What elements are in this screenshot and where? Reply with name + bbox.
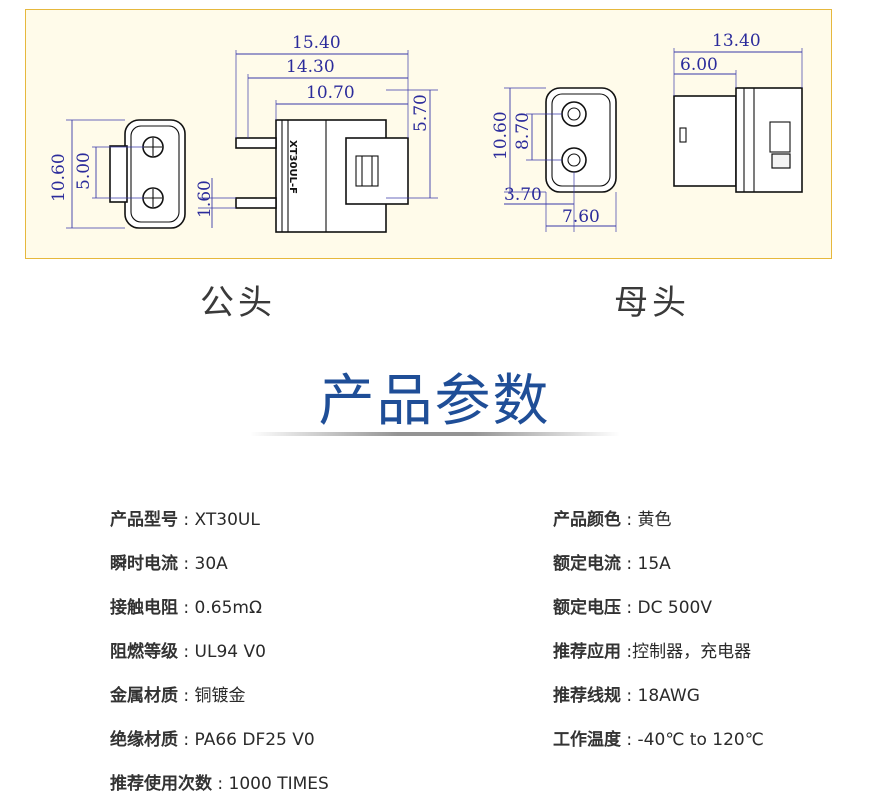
spec-left-3: 接触电阻 : 0.65mΩ [110, 598, 262, 618]
spec-left-2: 瞬时电流 : 30A [110, 554, 228, 574]
female-front-view [504, 87, 617, 232]
female-side-view [673, 48, 803, 193]
dim-male-length: 15.40 [292, 33, 341, 53]
dim-male-housing-length: 10.70 [306, 83, 355, 103]
male-front-view [66, 119, 186, 229]
spec-left-1: 产品型号 : XT30UL [110, 510, 260, 530]
male-side-view [198, 50, 438, 233]
dim-male-height: 10.60 [49, 153, 69, 202]
dim-female-pin-pitch: 8.70 [513, 112, 533, 150]
spec-left-5: 金属材质 : 铜镀金 [110, 686, 246, 706]
title-underline [250, 432, 620, 436]
technical-drawing: 10.60 5.00 [49, 31, 803, 233]
spec-right-6: 工作温度 : -40℃ to 120℃ [553, 730, 764, 750]
dim-female-height: 10.60 [491, 111, 511, 160]
dim-male-pin-height: 5.70 [411, 94, 431, 132]
dim-female-housing-length: 6.00 [680, 55, 718, 75]
spec-right-5: 推荐线规 : 18AWG [553, 686, 700, 706]
spec-left-4: 阻燃等级 : UL94 V0 [110, 642, 266, 662]
spec-left-7: 推荐使用次数 : 1000 TIMES [110, 774, 329, 794]
spec-right-1: 产品颜色 : 黄色 [553, 510, 672, 530]
caption-female-plug: 母头 [614, 283, 690, 323]
spec-right-2: 额定电流 : 15A [553, 554, 671, 574]
spec-right-3: 额定电压 : DC 500V [553, 598, 712, 618]
spec-left-6: 绝缘材质 : PA66 DF25 V0 [110, 730, 315, 750]
spec-right-4: 推荐应用 :控制器，充电器 [553, 642, 752, 662]
section-title: 产品参数 [318, 369, 551, 434]
dim-male-pin-diameter: 1.60 [195, 180, 215, 218]
dim-male-pin-pitch: 5.00 [74, 152, 94, 190]
caption-male-plug: 公头 [200, 283, 276, 323]
dim-male-body-length: 14.30 [286, 57, 335, 77]
dim-female-width: 7.60 [562, 207, 600, 227]
dim-female-length: 13.40 [712, 31, 761, 51]
housing-marking: XT30UL-F [287, 140, 298, 194]
dim-female-offset: 3.70 [504, 185, 542, 205]
technical-drawing-panel: 10.60 5.00 [25, 9, 832, 259]
